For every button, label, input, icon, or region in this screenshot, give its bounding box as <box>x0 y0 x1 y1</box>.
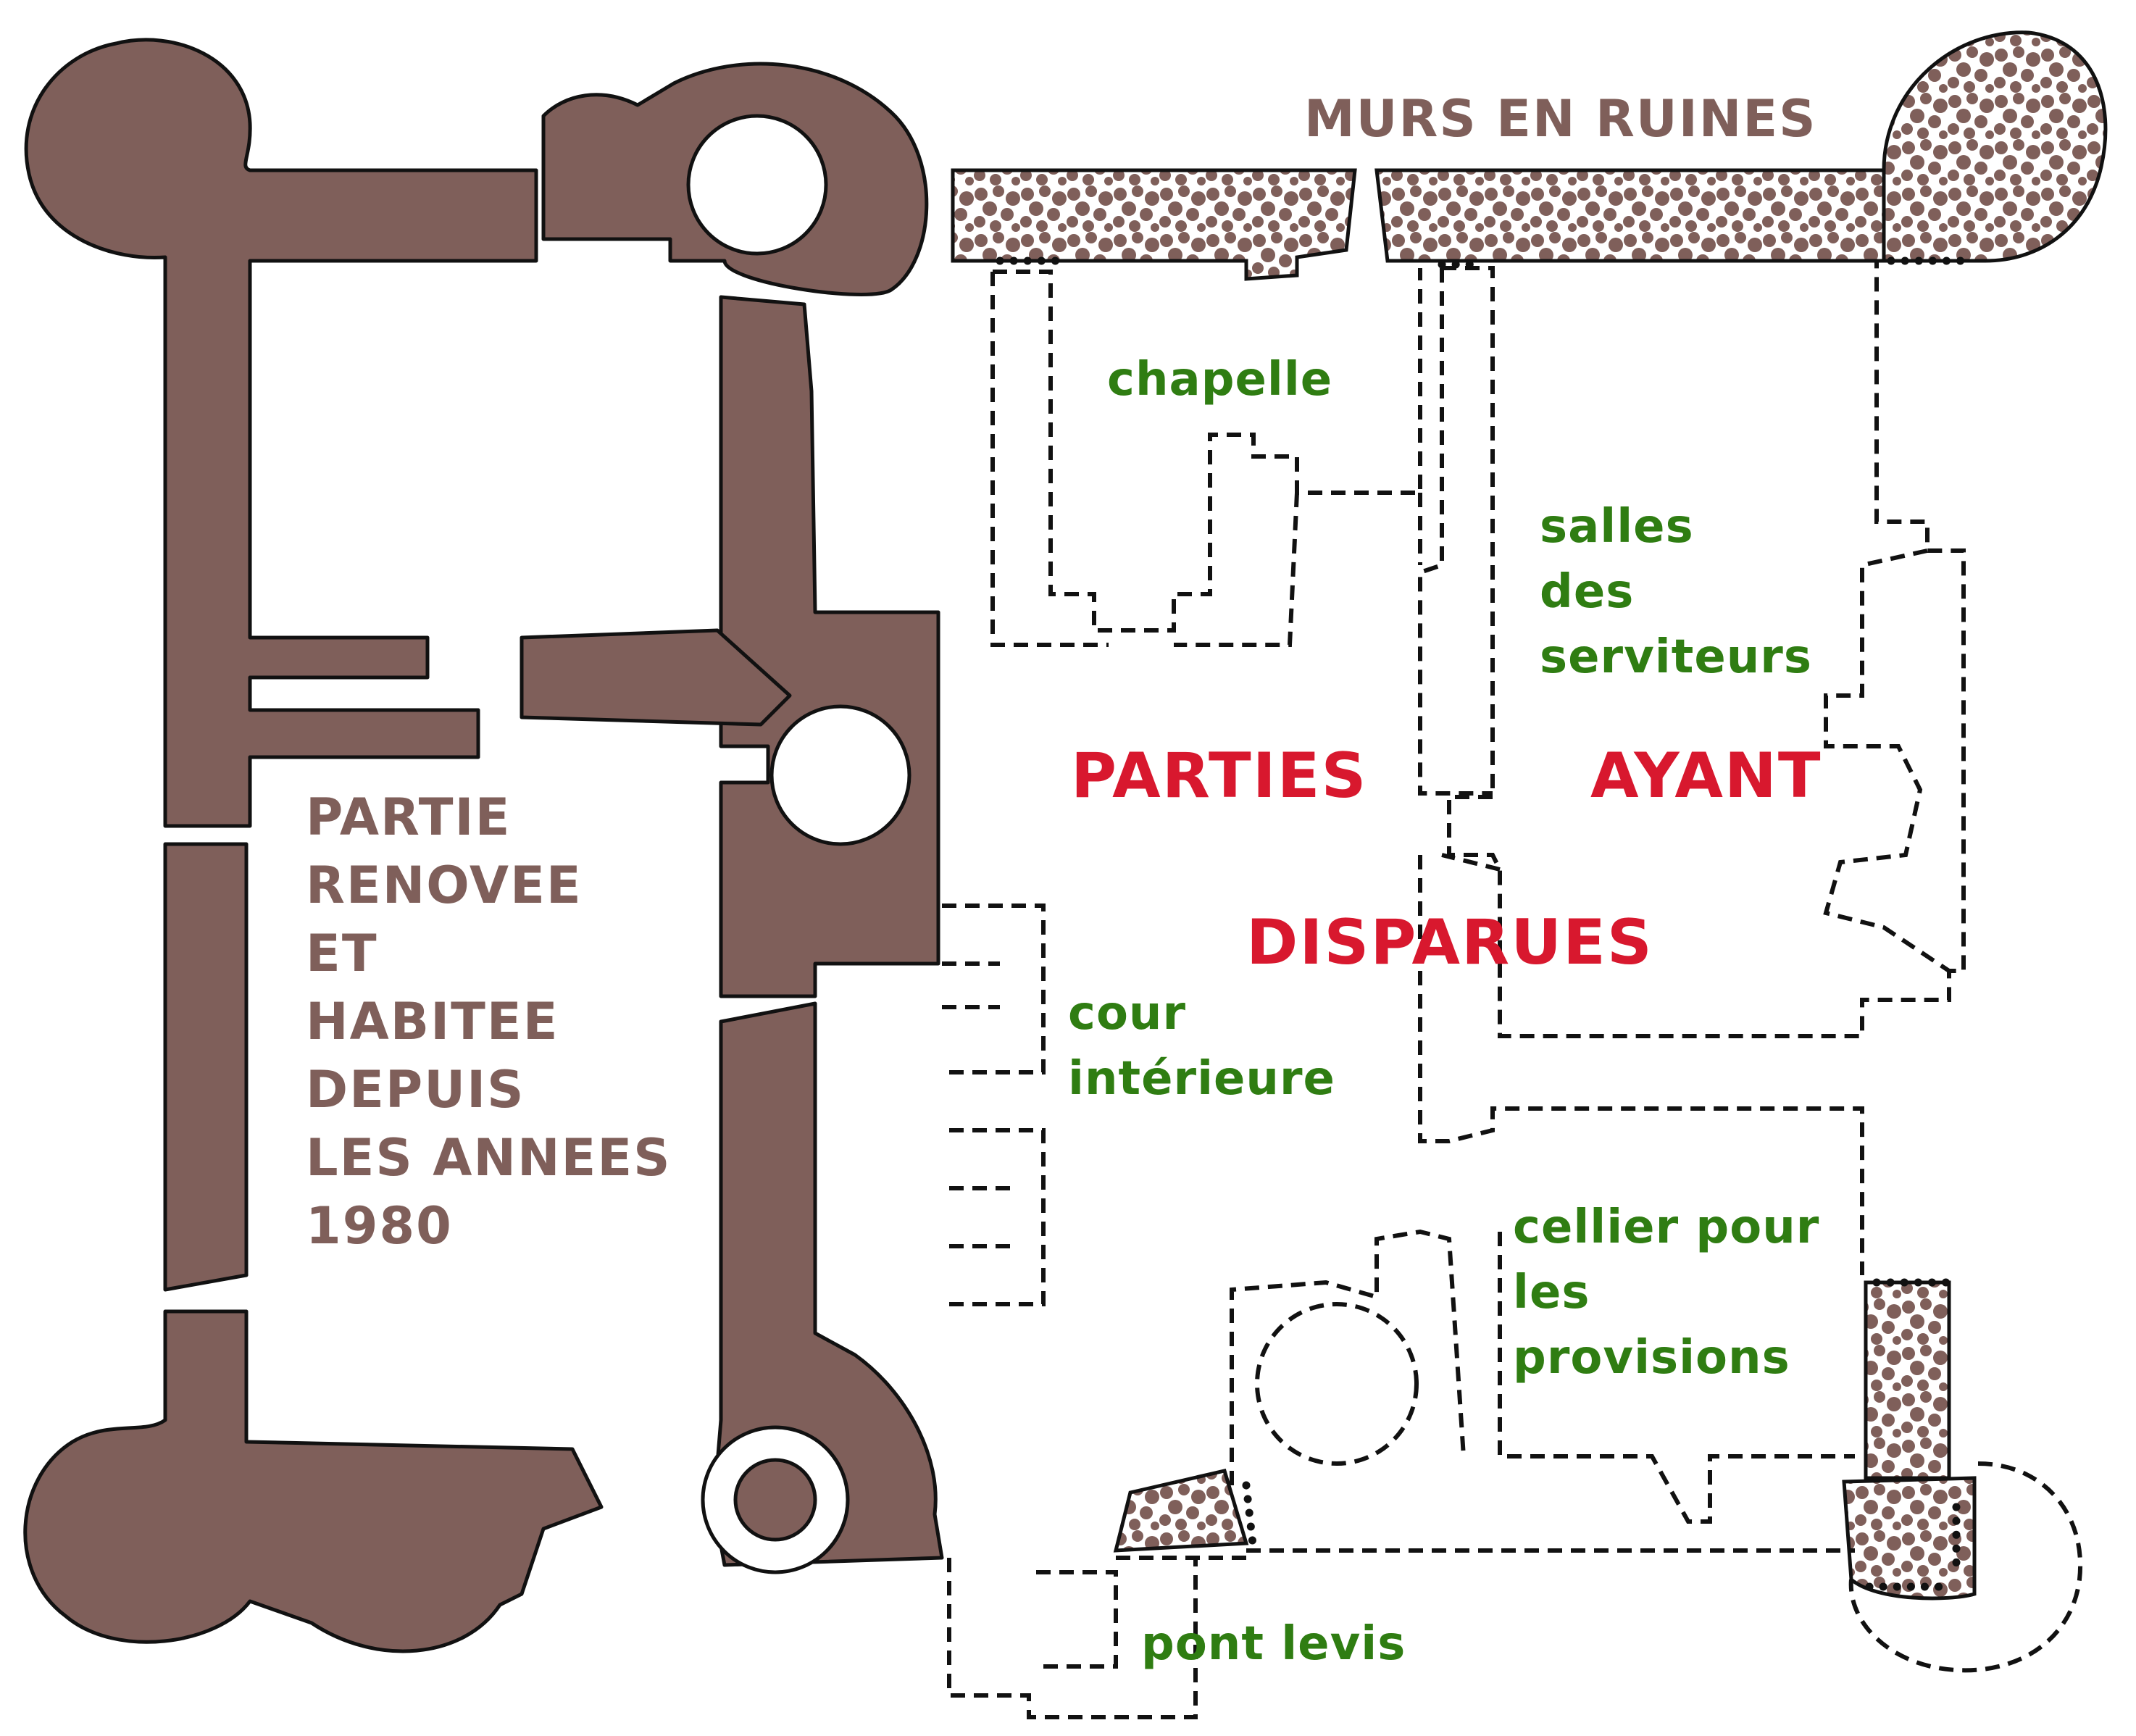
cellar-west-wall <box>1230 1229 1466 1485</box>
servants-east-stair <box>1823 548 1951 973</box>
north-east-stair-well <box>686 114 828 256</box>
courtyard-west-stair <box>942 904 1046 1306</box>
ruin-dots-south <box>1242 1481 1258 1555</box>
ruin-dots-north <box>996 256 1975 269</box>
vanished-parts-label-word3: DISPARUES <box>1246 906 1653 979</box>
central-block-outline <box>1418 855 1864 1275</box>
cellar-line-2: les <box>1513 1266 1590 1319</box>
servants-rooms-outline <box>1442 261 1966 1038</box>
west-wall-middle <box>163 842 249 1292</box>
renovated-line-1: PARTIE <box>306 788 511 847</box>
vanished-parts-label-word1: PARTIES <box>1071 740 1367 812</box>
central-cross-wall <box>520 628 792 727</box>
vanished-parts <box>942 261 2083 1719</box>
servants-line-3: serviteurs <box>1540 630 1812 684</box>
south-east-stair-core <box>733 1458 817 1542</box>
servants-rooms-label: salles des serviteurs <box>1540 500 1812 684</box>
servants-line-2: des <box>1540 565 1634 619</box>
renovated-part-label: PARTIE RENOVEE ET HABITEE DEPUIS LES ANN… <box>306 788 691 1256</box>
drawbridge-label: pont levis <box>1141 1617 1406 1671</box>
ruined-walls <box>951 30 2108 1601</box>
chapel-label: chapelle <box>1107 353 1332 406</box>
north-east-ruined-tower <box>1882 30 2108 263</box>
east-wall-south <box>712 1001 944 1567</box>
drawbridge-outline <box>947 1558 1198 1719</box>
east-stair-turret <box>769 704 911 846</box>
servants-inner-wall <box>1418 268 1493 796</box>
cellar-line-1: cellier pour <box>1513 1201 1819 1254</box>
courtyard-label: cour intérieure <box>1068 987 1335 1106</box>
cellar-line-3: provisions <box>1513 1331 1790 1385</box>
courtyard-line-1: cour <box>1068 987 1186 1040</box>
chapel-inner-wall <box>1174 492 1422 647</box>
servants-line-1: salles <box>1540 500 1694 554</box>
renovated-line-2: RENOVEE <box>306 856 583 915</box>
chapel-west-wall <box>990 272 1109 647</box>
renovated-line-3: ET <box>306 924 378 983</box>
east-wall-north <box>719 295 940 998</box>
renovated-line-5: DEPUIS <box>306 1060 525 1119</box>
renovated-line-6: LES ANNEES <box>306 1128 672 1188</box>
ruined-walls-label: MURS EN RUINES <box>1304 89 1817 149</box>
cellar-round-room <box>1255 1302 1419 1466</box>
chapel-outline <box>993 268 1422 633</box>
ruin-dots-east <box>1865 1278 1961 1591</box>
cellar-label: cellier pour les provisions <box>1513 1201 1837 1385</box>
cellar-outline <box>1498 1232 1855 1524</box>
south-east-ruined-tower-base <box>1842 1476 1977 1601</box>
east-ruined-wall <box>1864 1280 1951 1480</box>
courtyard-line-2: intérieure <box>1068 1052 1335 1106</box>
central-block-east <box>1441 853 1501 872</box>
south-west-tower <box>23 1309 604 1653</box>
standing-west-wing <box>23 38 944 1653</box>
south-east-tower-outline <box>1848 1461 2083 1673</box>
renovated-line-7: 1980 <box>306 1196 453 1256</box>
renovated-line-4: HABITEE <box>306 992 559 1051</box>
north-ruined-wall-east <box>1374 168 1886 263</box>
vanished-parts-label-word2: AYANT <box>1590 740 1822 812</box>
north-west-tower <box>24 38 538 828</box>
north-ruined-wall-west <box>951 168 1357 281</box>
south-ruined-wall-stub <box>1113 1469 1249 1553</box>
